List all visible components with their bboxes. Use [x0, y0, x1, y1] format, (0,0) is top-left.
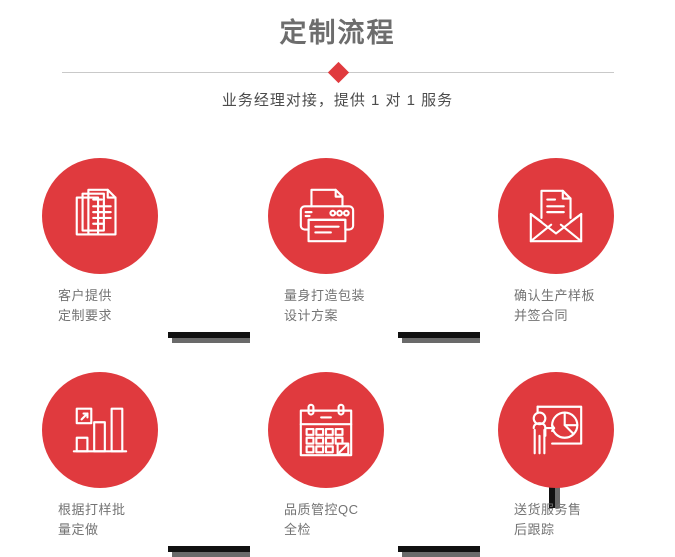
bar-chart-growth-icon	[72, 407, 128, 453]
page-subtitle: 业务经理对接，提供 1 对 1 服务	[221, 92, 454, 109]
connector-bar	[168, 546, 250, 552]
step-1-icon-circle[interactable]	[42, 158, 158, 274]
printer-icon	[299, 188, 355, 243]
connector-step2-step3	[398, 332, 480, 343]
connector-bar	[398, 332, 480, 338]
connector-shadow	[402, 552, 480, 557]
connector-bar	[398, 546, 480, 552]
process-flow-diagram: 客户提供 定制要求 量身打造包装 设计方案	[0, 130, 675, 557]
step-5-label: 品质管控QC 全检	[284, 502, 359, 537]
step-3-icon-circle[interactable]	[498, 158, 614, 274]
connector-step4-step5	[168, 546, 250, 557]
calendar-icon	[299, 403, 353, 457]
connector-shadow	[402, 338, 480, 343]
step-3-label: 确认生产样板 并签合同	[514, 288, 596, 323]
step-1-label: 客户提供 定制要求	[58, 288, 113, 323]
header-section: 定制流程 业务经理对接，提供 1 对 1 服务	[0, 0, 675, 130]
connector-shadow	[172, 552, 250, 557]
step-2-label: 量身打造包装 设计方案	[284, 288, 366, 323]
step-6-icon-circle[interactable]	[498, 372, 614, 488]
step-5-icon-circle[interactable]	[268, 372, 384, 488]
connector-shadow	[555, 470, 560, 508]
step-2-icon-circle[interactable]	[268, 158, 384, 274]
documents-stack-icon	[75, 188, 117, 236]
presentation-pie-chart-icon	[532, 405, 583, 455]
page-title: 定制流程	[279, 18, 396, 48]
diamond-marker-icon	[327, 61, 350, 84]
title-divider	[62, 61, 614, 84]
step-6-label: 送货服务售 后跟踪	[514, 502, 582, 537]
connector-step1-step2	[168, 332, 250, 343]
connector-step5-step6	[398, 546, 480, 557]
envelope-document-icon	[529, 189, 583, 243]
step-4-label: 根据打样批 量定做	[58, 502, 126, 537]
connector-shadow	[172, 338, 250, 343]
step-4-icon-circle[interactable]	[42, 372, 158, 488]
connector-bar	[168, 332, 250, 338]
